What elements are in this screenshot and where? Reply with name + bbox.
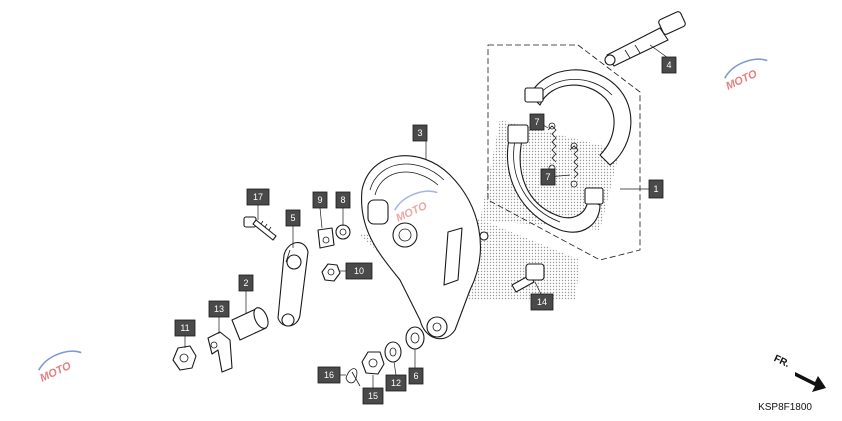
svg-text:3: 3: [417, 128, 422, 138]
diagram-code: KSP8F1800: [758, 402, 812, 413]
svg-text:6: 6: [413, 371, 418, 381]
wear-indicator-plate: [317, 227, 335, 249]
callout-15: 15: [362, 387, 384, 405]
callout-3: 3: [412, 124, 428, 142]
stopper-plate: [207, 331, 233, 373]
callout-17: 17: [246, 188, 270, 206]
callout-13: 13: [208, 300, 230, 318]
svg-text:8: 8: [340, 195, 345, 205]
callout-2: 2: [238, 274, 254, 292]
svg-text:11: 11: [180, 323, 189, 333]
callout-16: 16: [317, 366, 341, 384]
brake-shoe-lower: [506, 124, 604, 233]
callout-4: 4: [661, 56, 677, 74]
svg-text:15: 15: [368, 391, 378, 401]
flange-nut-11: [172, 345, 197, 371]
bolt: [243, 216, 277, 241]
svg-text:10: 10: [354, 266, 364, 276]
svg-text:16: 16: [324, 370, 334, 380]
watermark-logo-top-right: MOTO: [724, 58, 768, 93]
svg-text:13: 13: [214, 304, 224, 314]
cotter-pin: [345, 368, 361, 387]
plain-washer-6: [405, 326, 425, 350]
svg-text:4: 4: [666, 60, 671, 70]
shoe-spring-lower: [569, 142, 579, 188]
watermark-logo-bottom-left: MOTO: [38, 350, 82, 385]
svg-text:5: 5: [290, 213, 295, 223]
svg-text:7: 7: [534, 117, 539, 127]
brake-shoe-group-outline: [487, 44, 641, 261]
anchor-pin: [511, 263, 545, 293]
callout-11: 11: [174, 319, 196, 337]
front-direction-indicator: FR.: [772, 353, 826, 392]
svg-text:12: 12: [391, 378, 401, 388]
plain-washer-12: [384, 341, 402, 363]
svg-text:7: 7: [545, 172, 550, 182]
collar: [231, 307, 269, 341]
shading-region: [500, 265, 580, 300]
callout-12: 12: [385, 374, 407, 392]
callout-14: 14: [530, 293, 554, 311]
svg-text:FR.: FR.: [772, 353, 791, 370]
front-arrow-icon: [795, 372, 826, 392]
callout-6: 6: [408, 367, 424, 385]
svg-text:2: 2: [243, 278, 248, 288]
callout-7-upper: 7: [529, 113, 545, 131]
svg-text:17: 17: [253, 192, 263, 202]
callout-5: 5: [285, 209, 301, 227]
callout-10: 10: [345, 262, 373, 280]
brake-panel: [360, 155, 489, 340]
callout-1: 1: [648, 179, 664, 199]
callout-9: 9: [312, 191, 328, 209]
felt-seal-washer: [335, 224, 351, 240]
svg-text:14: 14: [537, 297, 547, 307]
svg-text:9: 9: [317, 195, 322, 205]
flange-nut-10: [321, 263, 341, 282]
brake-cam: [604, 11, 686, 67]
castle-nut: [361, 351, 385, 375]
svg-text:1: 1: [653, 184, 658, 194]
brake-arm: [277, 242, 309, 327]
callout-7-lower: 7: [540, 168, 556, 186]
brake-shoe-upper: [524, 69, 632, 166]
callout-8: 8: [335, 191, 351, 209]
